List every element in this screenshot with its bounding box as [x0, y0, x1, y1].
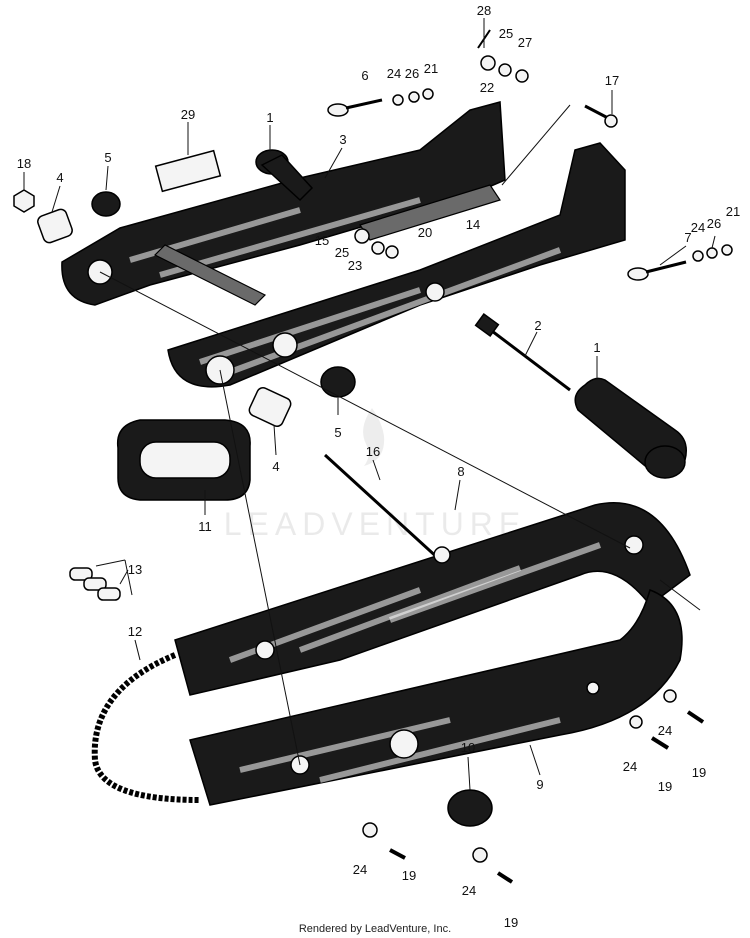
label-7: 7	[684, 230, 691, 245]
label-8: 8	[457, 464, 464, 479]
part-7-chain-adjuster	[627, 260, 687, 281]
label-25: 25	[499, 26, 513, 41]
part-12-chain	[91, 652, 201, 803]
label-9: 9	[536, 777, 543, 792]
label-24-bottom: 24	[462, 883, 476, 898]
label-5-lower: 5	[334, 425, 341, 440]
label-17: 17	[605, 73, 619, 88]
part-9-chain-case-lower	[189, 589, 683, 806]
watermark-flame-icon	[363, 408, 385, 466]
part-10-cap	[447, 789, 493, 827]
label-24: 24	[387, 66, 401, 81]
label-26-right: 26	[707, 216, 721, 231]
label-25-lower: 25	[335, 245, 349, 260]
label-28: 28	[477, 3, 491, 18]
label-21-right: 21	[726, 204, 740, 219]
label-13: 13	[128, 562, 142, 577]
label-26: 26	[405, 66, 419, 81]
label-23: 23	[348, 258, 362, 273]
label-16: 16	[366, 444, 380, 459]
label-24-right: 24	[691, 220, 705, 235]
part-29-decal	[154, 149, 222, 193]
parts-15-20-23-bolts	[354, 228, 399, 259]
part-13-master-link	[69, 567, 121, 601]
part-6-chain-adjuster	[327, 98, 383, 117]
part-5-cap-upper	[91, 191, 121, 217]
label-24-lower-right: 24	[623, 759, 637, 774]
label-3: 3	[339, 132, 346, 147]
label-14: 14	[466, 217, 480, 232]
label-19-mid: 19	[658, 779, 672, 794]
label-10: 10	[461, 740, 475, 755]
bolts-19-washers-24	[362, 689, 705, 884]
label-19-right: 19	[692, 765, 706, 780]
label-19-bottom: 19	[504, 915, 518, 930]
part-16-long-bolt	[323, 453, 442, 562]
label-1-lower: 1	[593, 340, 600, 355]
watermark: LEADVENTURE	[224, 408, 527, 542]
part-4-collar-lower	[248, 387, 292, 427]
part-18-nut	[13, 189, 35, 213]
label-20: 20	[418, 225, 432, 240]
part-17-bolt	[584, 104, 618, 128]
label-24-mid: 24	[658, 723, 672, 738]
callout-labels: 28 25 27 22 6 24 26 21 17 29 1 3 18 4 5 …	[17, 3, 740, 930]
label-4-upper: 4	[56, 170, 63, 185]
part-8-chain-case-upper	[174, 502, 691, 696]
part-11-grommet	[116, 419, 251, 501]
label-22: 22	[480, 80, 494, 95]
label-21: 21	[424, 61, 438, 76]
label-5-upper: 5	[104, 150, 111, 165]
watermark-text: LEADVENTURE	[224, 506, 527, 542]
label-27: 27	[518, 35, 532, 50]
label-2: 2	[534, 318, 541, 333]
label-18: 18	[17, 156, 31, 171]
part-1-bushing-lower	[574, 377, 687, 479]
footer-credit: Rendered by LeadVenture, Inc.	[299, 923, 451, 935]
washers-right	[692, 244, 733, 262]
part-1-bushing-upper	[255, 149, 314, 202]
label-12: 12	[128, 624, 142, 639]
label-6: 6	[361, 68, 368, 83]
label-11: 11	[198, 519, 212, 534]
leader-lines	[23, 18, 716, 791]
label-29: 29	[181, 107, 195, 122]
label-4-lower: 4	[272, 459, 279, 474]
part-4-collar-upper	[37, 208, 73, 244]
label-1-upper: 1	[266, 110, 273, 125]
label-24-bottom-left: 24	[353, 862, 367, 877]
washers-upper	[392, 29, 529, 106]
part-5-cap-lower	[320, 366, 356, 398]
part-2-pivot-bolt	[474, 312, 571, 392]
label-15: 15	[315, 233, 329, 248]
label-19-bottom-left: 19	[402, 868, 416, 883]
